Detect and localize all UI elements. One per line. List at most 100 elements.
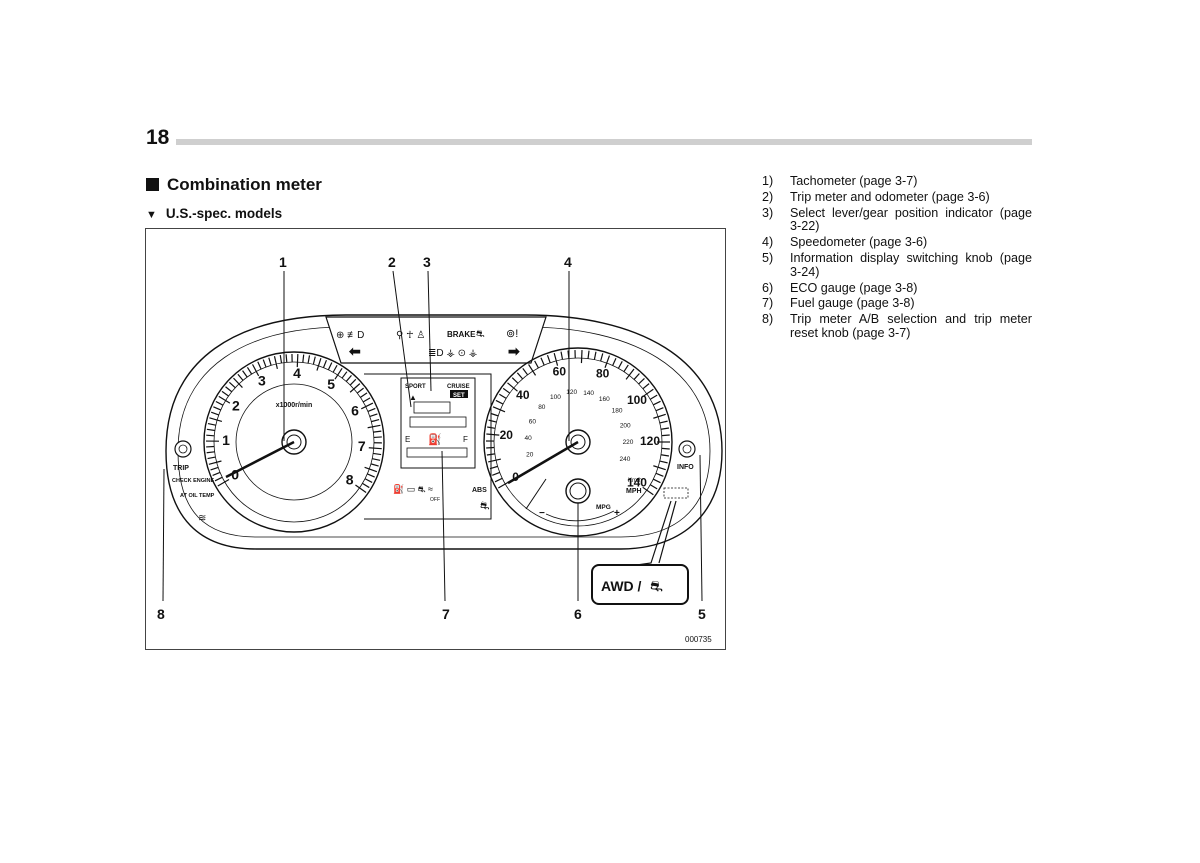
tachometer-tick xyxy=(210,466,219,471)
speedometer-tick xyxy=(625,368,635,380)
speedometer-kmh-label: 240 xyxy=(620,456,631,463)
eco-minus-label: − xyxy=(539,508,545,519)
tachometer-tick xyxy=(273,356,278,370)
speedometer-tick xyxy=(486,446,495,449)
speedometer-tick xyxy=(653,465,666,471)
trip-knob xyxy=(174,440,192,458)
brake-indicator: BRAKE xyxy=(447,330,476,339)
callout-7: 7 xyxy=(442,606,450,622)
speedometer-tick xyxy=(649,394,658,400)
eco-plus-label: + xyxy=(614,508,620,519)
abs-indicator: ABS xyxy=(472,487,487,494)
tachometer-tick xyxy=(362,482,370,489)
tachometer-tick xyxy=(228,381,236,389)
speedometer-kmh-label: 40 xyxy=(525,435,533,442)
speedometer-tick xyxy=(661,434,670,437)
tachometer-tick xyxy=(207,456,216,460)
tachometer-tick xyxy=(233,377,243,388)
tachometer-tick xyxy=(372,458,381,461)
speedometer-mph-label: 120 xyxy=(640,434,660,448)
tachometer-tick xyxy=(206,428,215,432)
speedometer-tick xyxy=(487,426,496,429)
tachometer-tick xyxy=(360,392,368,398)
speedometer-tick xyxy=(612,357,617,366)
figure-legend: 1)Tachometer (page 3-7) 2)Trip meter and… xyxy=(762,174,1032,343)
figure-id: 000735 xyxy=(685,635,712,644)
tachometer-tick xyxy=(362,397,371,403)
awd-indicator-placeholder xyxy=(663,487,689,499)
subsection-title-text: U.S.-spec. models xyxy=(165,206,283,221)
awd-car-icon: ⛐ xyxy=(650,578,663,595)
speedometer-tick xyxy=(642,383,650,390)
speedometer-tick xyxy=(492,406,506,413)
speedometer-tick xyxy=(498,480,510,489)
tachometer-tick xyxy=(207,422,216,426)
speedometer-kmh-label: 200 xyxy=(620,422,631,429)
combination-meter-figure: ⊕ ≢D ⚲ ☥ ♙ BRAKE ⛐ ⊚! ⬅ ≣D ⚶ ⊙ ⚶ ➡ x1000… xyxy=(145,228,726,650)
center-display: SPORT CRUISE SET ▲ E F ⛽ ⛽ ▭ ⛐ ≈ OFF ABS… xyxy=(364,373,492,520)
legend-number: 4) xyxy=(762,235,774,250)
tachometer-tick xyxy=(206,434,215,437)
tachometer-tick xyxy=(373,452,382,456)
turn-left-icon: ⬅ xyxy=(348,343,361,359)
speedometer-tick xyxy=(490,412,499,417)
speedometer-tick xyxy=(499,393,507,399)
tachometer-tick xyxy=(218,395,231,404)
legend-text: Trip meter and odometer (page 3-6) xyxy=(790,189,990,204)
tachometer-tick xyxy=(296,354,299,368)
tachometer-tick xyxy=(217,478,230,487)
kmh-unit-label: Km/h xyxy=(628,478,642,484)
callout-1: 1 xyxy=(279,254,287,270)
tachometer-tick xyxy=(334,367,343,380)
section-title: Combination meter xyxy=(146,175,322,195)
speedometer-mph-label: 100 xyxy=(627,393,647,407)
speedometer-kmh-label: 220 xyxy=(623,439,634,446)
speedometer-kmh-label: 80 xyxy=(538,404,546,411)
legend-number: 7) xyxy=(762,296,774,311)
header-rule xyxy=(176,139,1032,145)
speedometer-tick xyxy=(540,357,545,366)
awd-callout-text: AWD / xyxy=(601,578,642,594)
legend-text: Fuel gauge (page 3-8) xyxy=(790,296,915,311)
square-bullet-icon xyxy=(146,178,159,191)
tachometer-tick-label: 0 xyxy=(231,467,239,483)
fuel-pump-icon: ⛽ xyxy=(428,433,442,446)
legend-text: Information display switching knob (page… xyxy=(790,250,1032,279)
cruise-label: CRUISE xyxy=(447,384,470,390)
tachometer-tick xyxy=(279,354,283,364)
section-title-text: Combination meter xyxy=(167,175,322,194)
speedometer-tick xyxy=(507,382,518,392)
speedometer-tick xyxy=(494,477,503,483)
tachometer-tick xyxy=(370,463,379,467)
speedometer-needle xyxy=(507,440,579,485)
legend-item: 2)Trip meter and odometer (page 3-6) xyxy=(762,189,1032,205)
legend-item: 8)Trip meter A/B selection and trip mete… xyxy=(762,312,1032,341)
warning-panel xyxy=(325,316,547,364)
speedometer-tick xyxy=(522,368,529,376)
subsection-title: ▼U.S.-spec. models xyxy=(146,206,282,221)
legend-text: Speedometer (page 3-6) xyxy=(790,235,928,250)
gear-up-icon: ▲ xyxy=(409,393,417,402)
speedometer-tick xyxy=(659,420,668,424)
tachometer-tick xyxy=(355,484,367,493)
legend-item: 5)Information display switching knob (pa… xyxy=(762,250,1032,280)
tachometer-tick xyxy=(367,424,381,429)
mph-unit-label: MPH xyxy=(626,488,642,495)
speedometer-mph-label: 80 xyxy=(596,367,610,381)
tachometer-tick-label: 4 xyxy=(293,365,301,381)
tachometer-tick xyxy=(373,430,382,433)
tachometer-tick xyxy=(345,374,352,382)
speedometer-tick xyxy=(492,471,500,476)
speedometer-kmh-label: 160 xyxy=(599,396,610,403)
speedometer-mph-label: 40 xyxy=(516,388,530,402)
speedometer-tick xyxy=(488,458,502,463)
legend-item: 6)ECO gauge (page 3-8) xyxy=(762,281,1032,296)
callout-5: 5 xyxy=(698,606,706,622)
speedometer-tick xyxy=(587,350,590,359)
legend-item: 7) Fuel gauge (page 3-8) xyxy=(762,296,1032,311)
foglight-icon: ⊕ ≢D xyxy=(336,330,364,341)
speedometer-tick xyxy=(660,454,670,457)
speedometer-tick xyxy=(486,433,500,436)
speedometer-tick xyxy=(489,465,498,470)
